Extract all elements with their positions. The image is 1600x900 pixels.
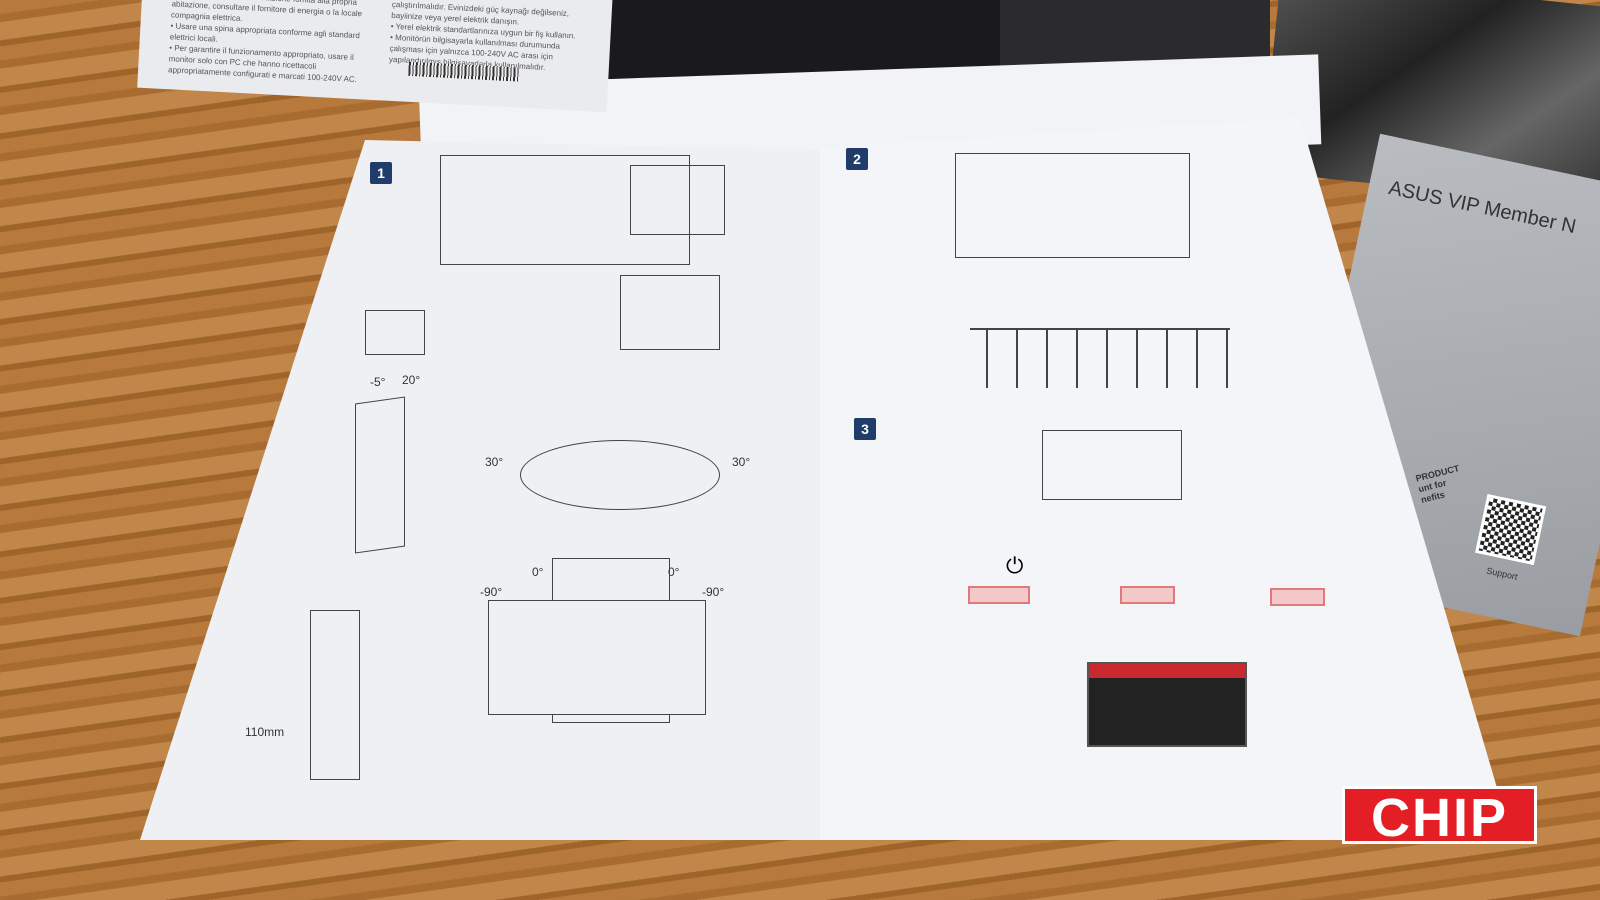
step-badge: 3 [854,418,876,440]
swivel-drawing [520,440,720,510]
cables-drawing [970,328,1230,388]
joystick-drawing [1270,588,1325,606]
step-badge: 1 [370,162,392,184]
power-icon: ⏻ [1006,553,1024,578]
tilt-label: -5° [370,375,386,389]
height-label: 110mm [245,725,285,739]
safety-leaflet: si conosce il tipo di alimentazione forn… [137,0,613,113]
swivel-label: 30° [485,455,504,469]
side-view-drawing [355,396,405,554]
manual-left-page: 1 -5° 20° 30° 30° 0° 0° -90° -90° 110mm [140,140,830,840]
qr-code [1475,493,1547,566]
pivot-landscape-drawing [488,600,706,715]
pivot-label: -90° [480,585,503,599]
step-badge: 2 [846,148,868,170]
monitor-front-drawing [1042,430,1182,500]
joystick-drawing [968,586,1030,604]
joystick-drawing [1120,586,1175,604]
vip-support: Support [1485,565,1519,582]
chip-logo: CHIP [1342,786,1537,847]
monitor-back-drawing [955,153,1190,258]
height-drawing [310,610,360,780]
pivot-label: -90° [702,585,725,599]
detail-drawing [365,310,425,355]
osd-menu-drawing [1087,662,1247,747]
vip-title: ASUS VIP Member N [1386,177,1578,239]
detail-drawing [630,165,725,235]
tilt-label: 20° [402,373,421,387]
pivot-label: 0° [668,565,680,579]
swivel-label: 30° [732,455,751,469]
detail-drawing [620,275,720,350]
pivot-label: 0° [532,565,544,579]
monitor-drawing [440,155,690,265]
